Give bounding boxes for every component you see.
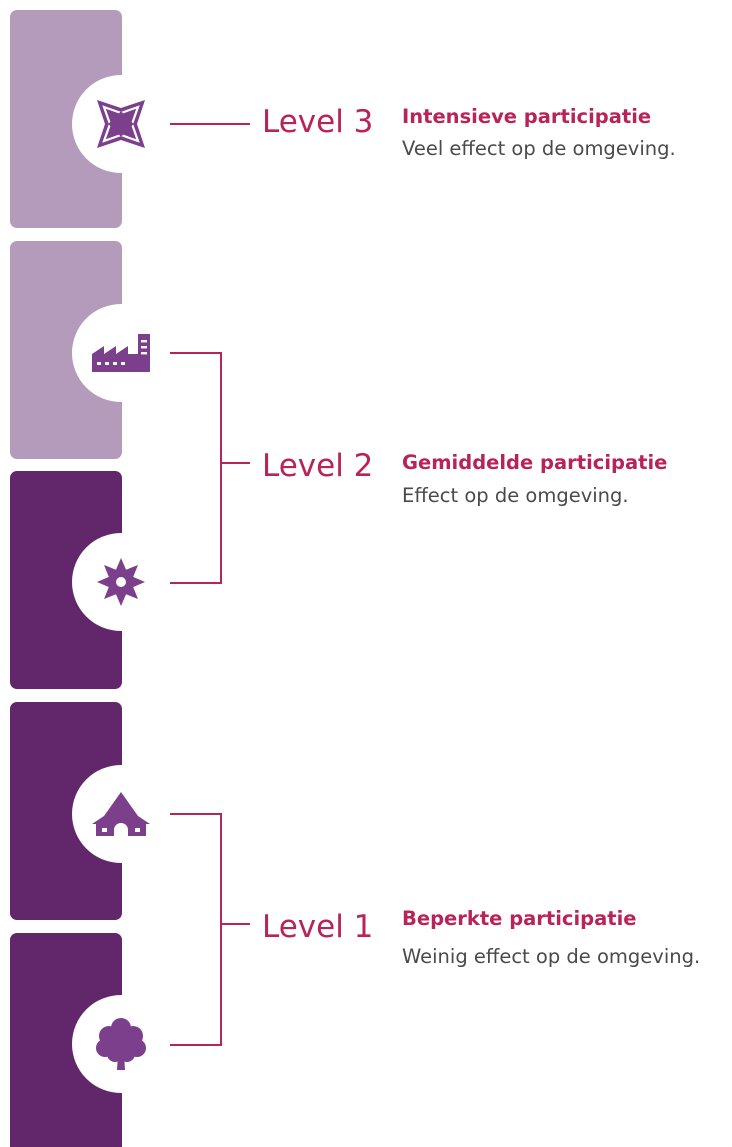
level-1-title: Beperkte participatie: [402, 907, 637, 930]
connector-level2-vertical: [220, 352, 222, 584]
level-1-label: Level 1: [262, 909, 374, 945]
star-fort-circle: [72, 75, 170, 173]
flower-circle: [72, 533, 170, 631]
connector-level2-top: [170, 352, 222, 354]
level-2-title: Gemiddelde participatie: [402, 451, 668, 474]
level-2-description: Effect op de omgeving.: [402, 484, 629, 507]
farm-barn-circle: [72, 765, 170, 863]
connector-level1-tick: [220, 923, 250, 925]
connector-level3: [170, 123, 250, 125]
factory-circle: [72, 304, 170, 402]
level-2-label: Level 2: [262, 448, 374, 484]
star-fort-icon: [97, 100, 145, 148]
tree-circle: [72, 995, 170, 1093]
level-1-description: Weinig effect op de omgeving.: [402, 945, 701, 968]
flower-icon: [97, 558, 145, 606]
connector-level2-bottom: [170, 582, 222, 584]
connector-level1-vertical: [220, 813, 222, 1046]
connector-level1-bottom: [170, 1044, 222, 1046]
level-3-description: Veel effect op de omgeving.: [402, 137, 676, 160]
connector-level1-top: [170, 813, 222, 815]
tree-icon: [96, 1018, 146, 1070]
level-3-title: Intensieve participatie: [402, 105, 652, 128]
level-3-label: Level 3: [262, 104, 374, 140]
factory-icon: [92, 334, 150, 372]
connector-level2-tick: [220, 462, 250, 464]
farm-barn-icon: [92, 792, 150, 836]
